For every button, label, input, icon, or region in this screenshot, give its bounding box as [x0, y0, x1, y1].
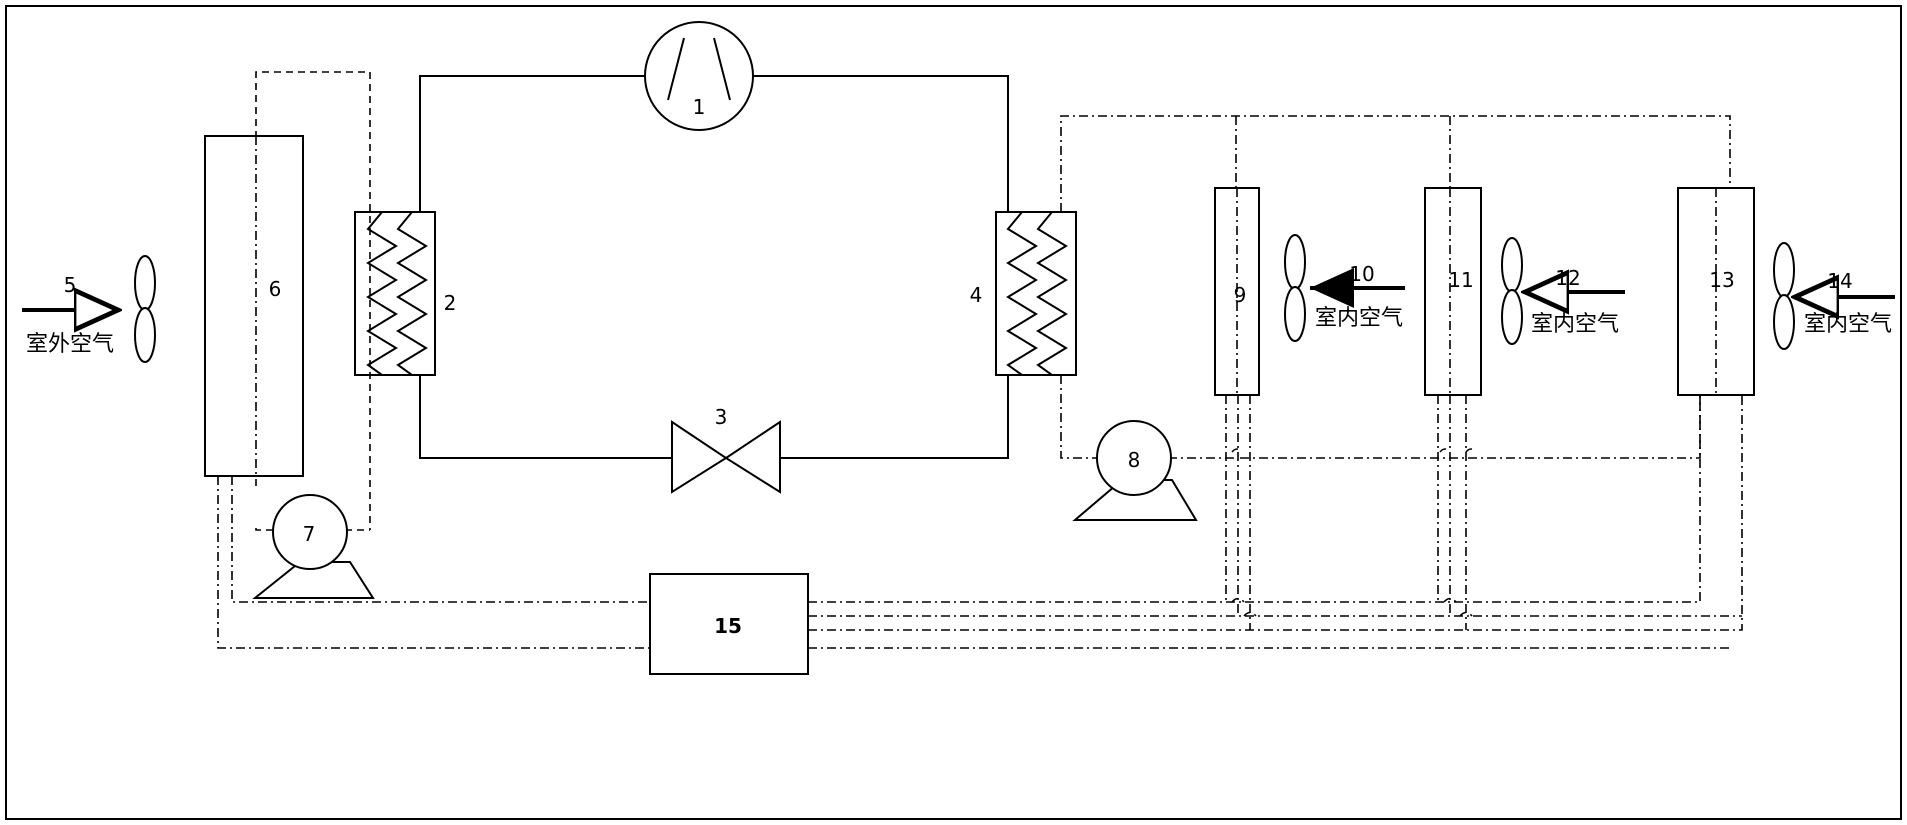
indoor-unit-b-label: 11: [1448, 268, 1473, 292]
outdoor-fan: 5 室外空气: [22, 255, 156, 363]
indoor-air-label-a: 室内空气: [1315, 306, 1403, 331]
solution-tank: 15: [649, 573, 809, 675]
indoor-unit-b: 11: [1424, 187, 1482, 396]
indoor-pump-label: 8: [1128, 448, 1141, 472]
outdoor-unit: 6: [204, 135, 304, 477]
indoor-unit-c-label: 13: [1709, 268, 1734, 292]
outdoor-fan-label: 5: [64, 273, 77, 297]
arrow-c-label: 14: [1827, 269, 1852, 293]
indoor-unit-a: 9: [1214, 187, 1260, 396]
compressor: 1: [644, 21, 754, 131]
solution-tank-label: 15: [714, 614, 742, 638]
arrow-a-label: 10: [1349, 262, 1374, 286]
arrow-b-label: 12: [1555, 266, 1580, 290]
outdoor-pump-label: 7: [303, 522, 316, 546]
condenser-label: 2: [444, 291, 457, 315]
solution-pipes: [217, 395, 1743, 649]
indoor-fan-a: 10 室内空气: [1284, 234, 1405, 342]
indoor-air-label-b: 室内空气: [1531, 312, 1619, 337]
compressor-label: 1: [693, 95, 706, 119]
indoor-unit-a-label: 9: [1234, 283, 1247, 307]
indoor-fan-c: 14 室内空气: [1773, 242, 1895, 350]
refrigerant-loop: [419, 75, 1009, 459]
evaporator-heat-exchanger: 4: [970, 211, 1077, 376]
outdoor-unit-label: 6: [269, 277, 282, 301]
indoor-unit-c: 13: [1677, 187, 1755, 396]
condenser-heat-exchanger: 2: [354, 211, 457, 376]
diagram-frame: [5, 5, 1902, 820]
indoor-air-label-c: 室内空气: [1804, 312, 1892, 337]
evaporator-label: 4: [970, 283, 983, 307]
indoor-fan-b: 12 室内空气: [1501, 237, 1625, 345]
indoor-pump: 8: [1072, 420, 1198, 521]
outdoor-air-label: 室外空气: [26, 332, 114, 357]
expansion-valve: 3: [671, 405, 781, 494]
outdoor-pump: 7: [252, 494, 375, 599]
expansion-valve-label: 3: [715, 405, 728, 429]
